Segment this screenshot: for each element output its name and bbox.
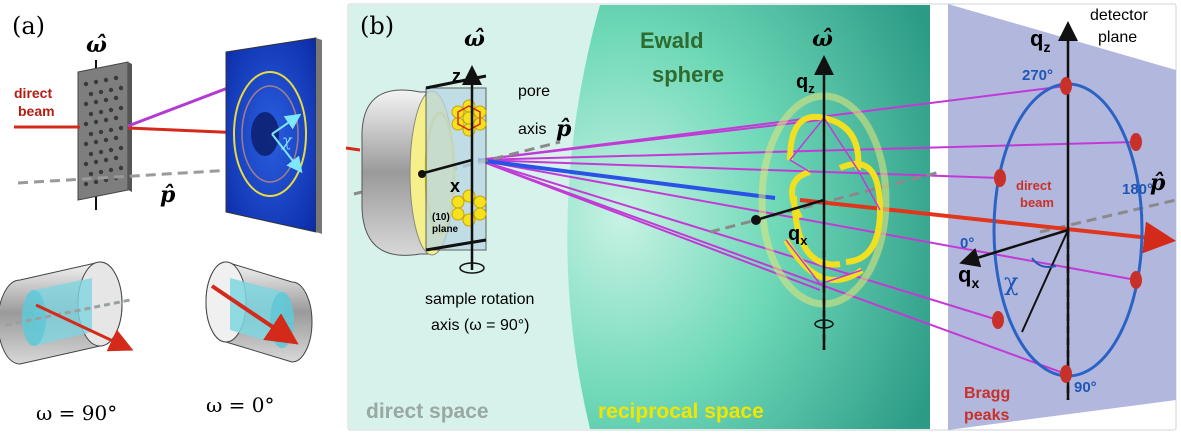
pore-axis-label-line2: axis (518, 121, 546, 138)
direct-beam-label-line2: beam (18, 103, 55, 119)
rotation-arrow-mid (814, 319, 834, 329)
rotation-label-line1: sample rotation (425, 291, 534, 308)
pore-symbol-b-left: p̂ (556, 116, 572, 142)
plane-label-line2: plane (432, 224, 459, 235)
omega-axis-b-left: ω̂ (464, 26, 485, 52)
panel-b-label: (b) (360, 12, 394, 40)
scattered-rays (477, 85, 1137, 375)
qx-axis-det (959, 228, 1069, 268)
detector-label-line1: detector (1090, 7, 1148, 24)
plane-label-line1: (10) (432, 212, 450, 223)
porous-sample (77, 61, 132, 201)
panel-b: (b) (345, 3, 1177, 431)
ewald-label-line1: Ewald (640, 28, 704, 53)
x-axis (419, 158, 473, 176)
ewald-sphere-region (567, 5, 930, 429)
angle-90: 90° (1074, 379, 1097, 396)
cylinder-omega-0 (205, 261, 313, 363)
bragg-label-line1: Bragg (964, 385, 1010, 402)
omega-axis-b-mid: ω̂ (812, 26, 833, 52)
pore-axis-label-line1: pore (518, 83, 550, 100)
qx-label-mid: qx (788, 223, 808, 248)
angle-180: 180° (1122, 181, 1153, 198)
chi-label-b: χ (1004, 268, 1019, 296)
direct-beam-b-line2: beam (1020, 195, 1054, 210)
panel-a: (a) ω̂ p̂ (0, 12, 322, 425)
z-axis-label: z (452, 66, 461, 86)
rotation-arrow (459, 262, 485, 274)
angle-270: 270° (1022, 67, 1053, 84)
sample-cylinder (361, 74, 487, 256)
x-axis-label: x (450, 176, 460, 196)
direct-beam-b-out (799, 198, 1176, 254)
angle-0: 0° (960, 235, 974, 252)
detector-label-line2: plane (1098, 29, 1137, 46)
x-axis-dot (418, 170, 426, 178)
rotation-label-line2: axis (ω = 90°) (431, 317, 529, 334)
chi-label-a: χ (281, 131, 293, 150)
direct-beam-label-line1: direct (14, 85, 52, 101)
bragg-label-line2: peaks (964, 407, 1009, 424)
ewald-label-line2: sphere (652, 62, 724, 87)
qx-axis-mid (755, 198, 825, 222)
qx-axis-mid-dot (751, 215, 761, 225)
detector-image-a: χ (225, 37, 322, 234)
direct-beam-b-line1: direct (1016, 178, 1052, 193)
blue-ray (477, 158, 776, 200)
chi-line (1021, 229, 1069, 333)
detector-plane (948, 4, 1176, 430)
direct-beam-b-in (345, 146, 361, 152)
omega-90-label: ω = 90° (36, 401, 117, 425)
panel-a-label: (a) (12, 12, 45, 40)
pore-axis-label-a: p̂ (160, 182, 176, 208)
reciprocal-space-label: reciprocal space (598, 400, 764, 423)
qx-label-det: qx (958, 262, 979, 291)
pore-symbol-b-right: p̂ (1150, 170, 1166, 196)
omega-0-label: ω = 0° (206, 393, 275, 417)
direct-space-label: direct space (366, 400, 489, 423)
chi-arc (1031, 257, 1057, 268)
pore-axis-dashed (17, 168, 233, 185)
cylinder-omega-90 (0, 261, 134, 365)
bragg-peaks (992, 77, 1142, 383)
omega-axis-label: ω̂ (86, 32, 107, 58)
qz-label-mid: qz (796, 71, 815, 96)
qz-label-det: qz (1030, 26, 1050, 55)
